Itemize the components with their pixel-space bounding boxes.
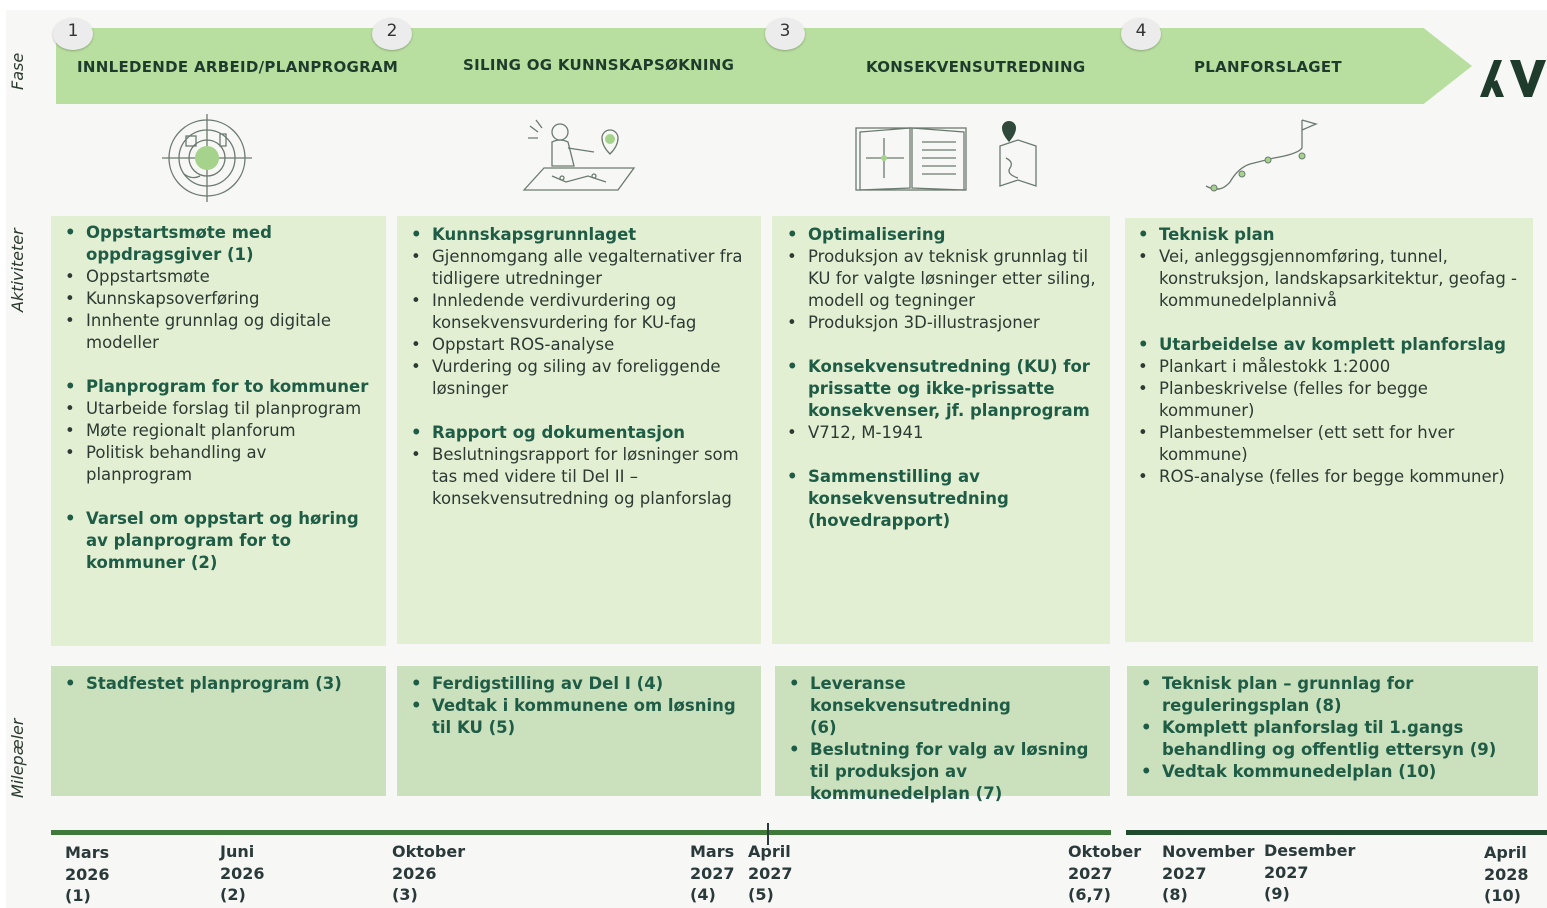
activity-item: Rapport og dokumentasjon [398, 422, 758, 444]
row-label-milepaeler: Milepæler [8, 718, 27, 798]
phase-4-number: 4 [1121, 18, 1161, 50]
activity-item: Planbestemmelser (ett sett for hver komm… [1125, 422, 1531, 466]
phase-1-title: INNLEDENDE ARBEID/PLANPROGRAM [77, 58, 399, 76]
activities-list-4: Teknisk plan Vei, anleggsgjennomføring, … [1125, 224, 1531, 488]
person-map-icon [522, 119, 636, 191]
activity-item: Utarbeide forslag til planprogram [52, 398, 382, 420]
activity-item: Planprogram for to kommuner [52, 376, 382, 398]
open-book-map-icon [855, 121, 1037, 191]
av-logo-icon [1480, 60, 1546, 97]
activity-item: Vei, anleggsgjennomføring, tunnel, konst… [1125, 246, 1531, 312]
activity-item: Planbeskrivelse (felles for begge kommun… [1125, 378, 1531, 422]
row-label-aktiviteter: Aktiviteter [8, 228, 27, 312]
activity-item: Beslutningsrapport for løsninger som tas… [398, 444, 758, 510]
timeline-bar-1 [51, 830, 1111, 835]
activity-item: Innledende verdivurdering og konsekvensv… [398, 290, 758, 334]
activity-item: Oppstart ROS-analyse [398, 334, 758, 356]
activity-item: Varsel om oppstart og høring av planprog… [52, 508, 382, 574]
phase-arrow-3 [788, 28, 1138, 104]
activity-item: Konsekvensutredning (KU) for prissatte o… [774, 356, 1108, 422]
activity-item: Utarbeidelse av komplett planforslag [1125, 334, 1531, 356]
phase-arrow-2 [392, 28, 832, 104]
milestone-item: Stadfestet planprogram (3) [52, 673, 382, 695]
activities-list-3: Optimalisering Produksjon av teknisk gru… [774, 224, 1108, 532]
activity-item: Oppstartsmøte [52, 266, 382, 288]
milestone-item: Vedtak i kommunene om løsning til KU (5) [398, 695, 758, 739]
activity-item: Produksjon av teknisk grunnlag til KU fo… [774, 246, 1108, 312]
activity-item: Vurdering og siling av foreliggende løsn… [398, 356, 758, 400]
activity-item: Oppstartsmøte med oppdragsgiver (1) [52, 222, 382, 266]
milestone-item: Leveranse konsekvensutredning (6) [776, 673, 1108, 739]
milestone-item: Komplett planforslag til 1.gangs behandl… [1128, 717, 1536, 761]
activities-list-2: Kunnskapsgrunnlaget Gjennomgang alle veg… [398, 224, 758, 510]
milestone-item: Beslutning for valg av løsning til produ… [776, 739, 1108, 805]
phase-2-title: SILING OG KUNNSKAPSØKNING [463, 56, 735, 74]
activity-item: Innhente grunnlag og digitale modeller [52, 310, 382, 354]
route-flag-icon [1205, 119, 1318, 192]
phase-3-number: 3 [765, 18, 805, 50]
milestone-item: Ferdigstilling av Del I (4) [398, 673, 758, 695]
activity-item: ROS-analyse (felles for begge kommuner) [1125, 466, 1531, 488]
milestone-item: Vedtak kommunedelplan (10) [1128, 761, 1536, 783]
target-map-icon [162, 114, 252, 202]
timeline-tick [767, 823, 769, 845]
activity-item: Gjennomgang alle vegalternativer fra tid… [398, 246, 758, 290]
phase-3-title: KONSEKVENSUTREDNING [866, 58, 1086, 76]
milestone-item: Teknisk plan – grunnlag for reguleringsp… [1128, 673, 1536, 717]
milestones-list-2: Ferdigstilling av Del I (4) Vedtak i kom… [398, 673, 758, 739]
activity-item: Plankart i målestokk 1:2000 [1125, 356, 1531, 378]
activity-item: Teknisk plan [1125, 224, 1531, 246]
phase-2-number: 2 [372, 18, 412, 50]
activity-item: Optimalisering [774, 224, 1108, 246]
activity-item: Kunnskapsoverføring [52, 288, 382, 310]
activity-item: V712, M-1941 [774, 422, 1108, 444]
phase-4-title: PLANFORSLAGET [1194, 58, 1342, 76]
milestones-list-1: Stadfestet planprogram (3) [52, 673, 382, 695]
activities-list-1: Oppstartsmøte med oppdragsgiver (1) Opps… [52, 222, 382, 574]
milestones-list-3: Leveranse konsekvensutredning (6) Beslut… [776, 673, 1108, 805]
milestones-list-4: Teknisk plan – grunnlag for reguleringsp… [1128, 673, 1536, 783]
phase-arrow-4 [1100, 28, 1472, 104]
row-label-fase: Fase [8, 52, 27, 90]
activity-item: Møte regionalt planforum [52, 420, 382, 442]
timeline-bar-2 [1126, 830, 1547, 835]
activity-item: Politisk behandling av planprogram [52, 442, 382, 486]
activity-item: Produksjon 3D-illustrasjoner [774, 312, 1108, 334]
activity-item: Sammenstilling av konsekvensutredning (h… [774, 466, 1108, 532]
activity-item: Kunnskapsgrunnlaget [398, 224, 758, 246]
phase-1-number: 1 [53, 18, 93, 50]
